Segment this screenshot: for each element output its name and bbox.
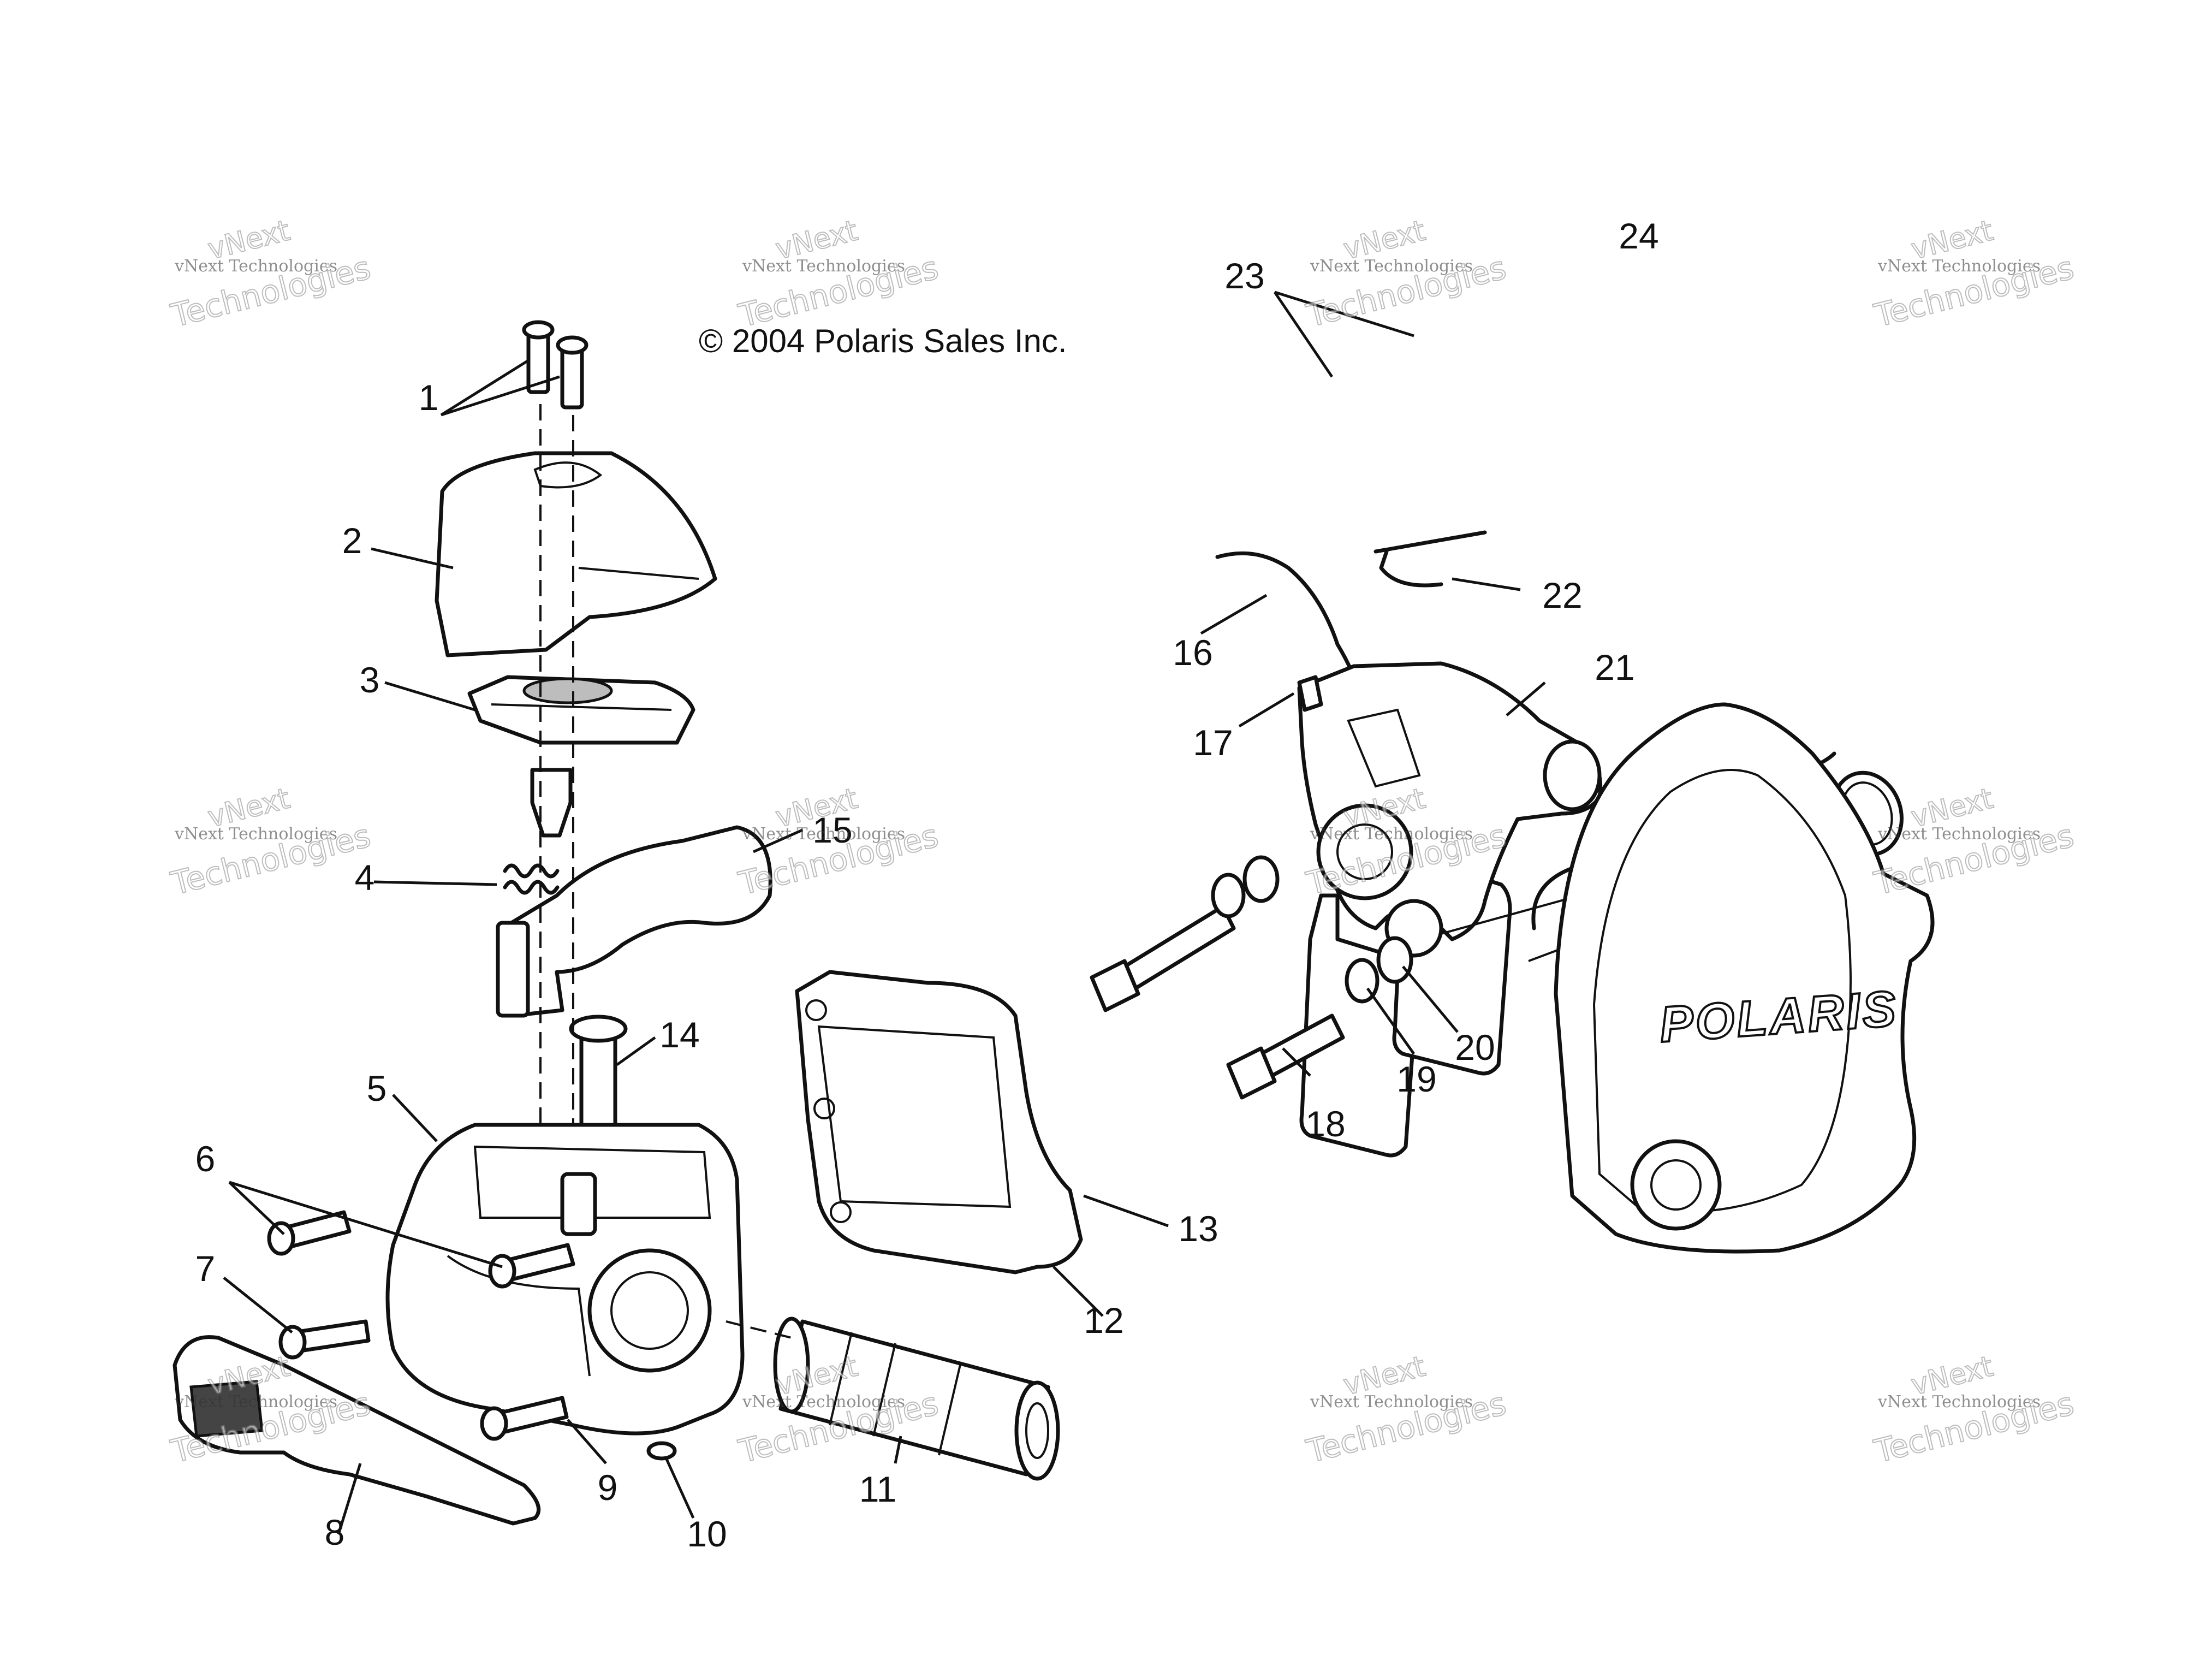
brake-wire bbox=[1215, 551, 1361, 696]
callout-2: 2 bbox=[342, 520, 362, 561]
callout-17: 17 bbox=[1193, 722, 1233, 763]
callout-20: 20 bbox=[1455, 1027, 1495, 1068]
callout-13: 13 bbox=[1178, 1208, 1218, 1249]
caliper-bolt-lower bbox=[1226, 1013, 1345, 1100]
lever-screw bbox=[278, 1319, 371, 1360]
retaining-clip bbox=[1373, 530, 1487, 588]
piston-plunger bbox=[530, 768, 573, 838]
bleeder-screw bbox=[1297, 675, 1323, 712]
callout-9: 9 bbox=[597, 1467, 618, 1508]
small-washer bbox=[646, 1441, 677, 1461]
throttle-tube bbox=[773, 1317, 1060, 1481]
callout-6: 6 bbox=[195, 1139, 216, 1179]
washer-20 bbox=[1376, 936, 1413, 984]
copyright-notice: © 2004 Polaris Sales Inc. bbox=[699, 323, 1067, 359]
callout-18: 18 bbox=[1305, 1104, 1346, 1144]
callout-15: 15 bbox=[812, 810, 853, 850]
callout-10: 10 bbox=[687, 1514, 727, 1554]
brake-lever bbox=[173, 1335, 541, 1526]
callout-5: 5 bbox=[366, 1068, 387, 1108]
callout-21: 21 bbox=[1595, 647, 1635, 687]
callout-3: 3 bbox=[359, 660, 380, 700]
callout-19: 19 bbox=[1396, 1059, 1437, 1099]
caliper-bolt-upper bbox=[1090, 904, 1236, 1012]
callout-8: 8 bbox=[324, 1512, 345, 1552]
callout-14: 14 bbox=[659, 1015, 700, 1055]
pivot-pin bbox=[569, 1015, 628, 1143]
spring bbox=[503, 863, 560, 895]
callout-24: 24 bbox=[1619, 216, 1659, 256]
callout-7: 7 bbox=[195, 1248, 216, 1289]
reservoir-cover bbox=[435, 451, 717, 657]
pivot-screw bbox=[480, 1396, 569, 1441]
callout-12: 12 bbox=[1084, 1300, 1124, 1341]
chaincase-cover bbox=[1554, 702, 1935, 1254]
screw-pair bbox=[522, 320, 588, 410]
throttle-lever bbox=[500, 825, 772, 1018]
callout-11: 11 bbox=[859, 1469, 897, 1509]
callout-1: 1 bbox=[418, 377, 439, 418]
callout-16: 16 bbox=[1173, 632, 1213, 673]
callout-22: 22 bbox=[1542, 575, 1583, 615]
callout-23: 23 bbox=[1224, 256, 1265, 296]
callout-4: 4 bbox=[354, 857, 375, 898]
